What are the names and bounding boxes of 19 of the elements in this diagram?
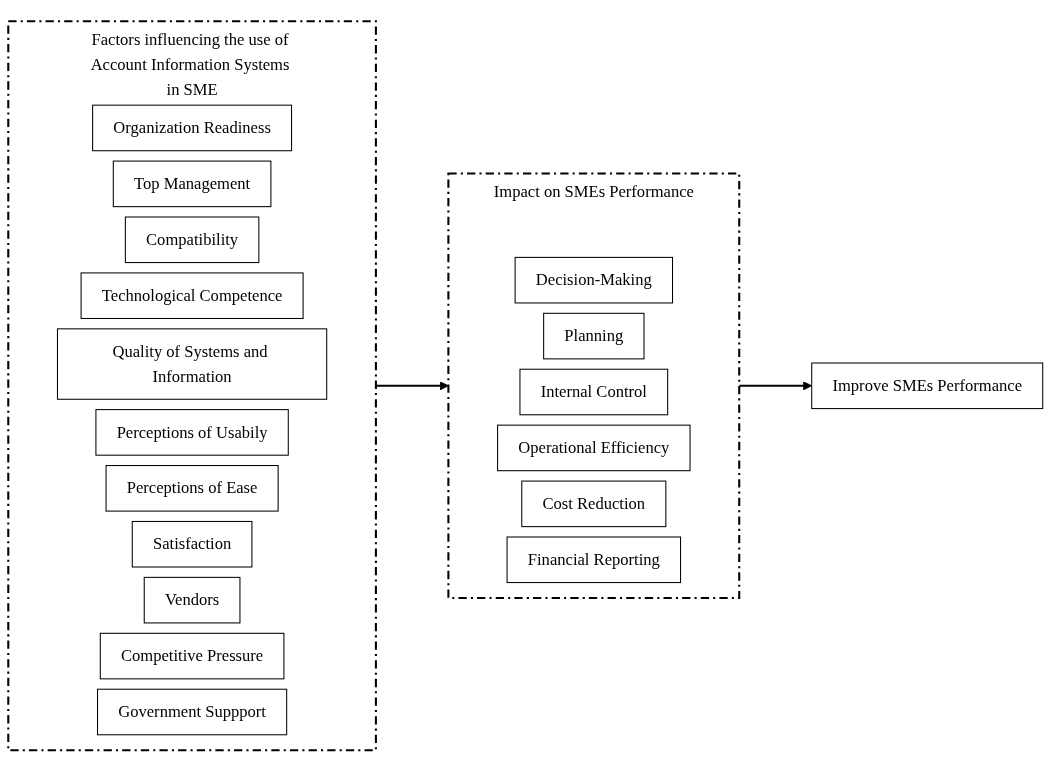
node-box: Vendors — [143, 576, 241, 624]
node-box: Satisfaction — [131, 520, 253, 568]
node-box: Planning — [543, 312, 645, 360]
node-box: Compatibility — [124, 216, 260, 263]
node-box: Technological Competence — [80, 272, 304, 319]
node-box: Organization Readiness — [92, 104, 293, 151]
node-box: Cost Reduction — [521, 480, 667, 527]
node-box: Quality of Systems and Information — [56, 328, 328, 400]
node-box: Government Suppport — [97, 688, 288, 735]
node-box: Operational Efficiency — [497, 424, 691, 471]
node-box: Perceptions of Usabily — [95, 408, 289, 456]
node-box: Improve SMEs Performance — [811, 362, 1044, 409]
node-box: Decision-Making — [514, 256, 674, 304]
node-box: Top Management — [112, 160, 272, 207]
node-box: Perceptions of Ease — [105, 464, 279, 512]
node-box: Competitive Pressure — [99, 632, 285, 680]
arrow — [375, 380, 449, 391]
node-box: Internal Control — [519, 368, 669, 415]
node-box: Financial Reporting — [506, 536, 682, 583]
